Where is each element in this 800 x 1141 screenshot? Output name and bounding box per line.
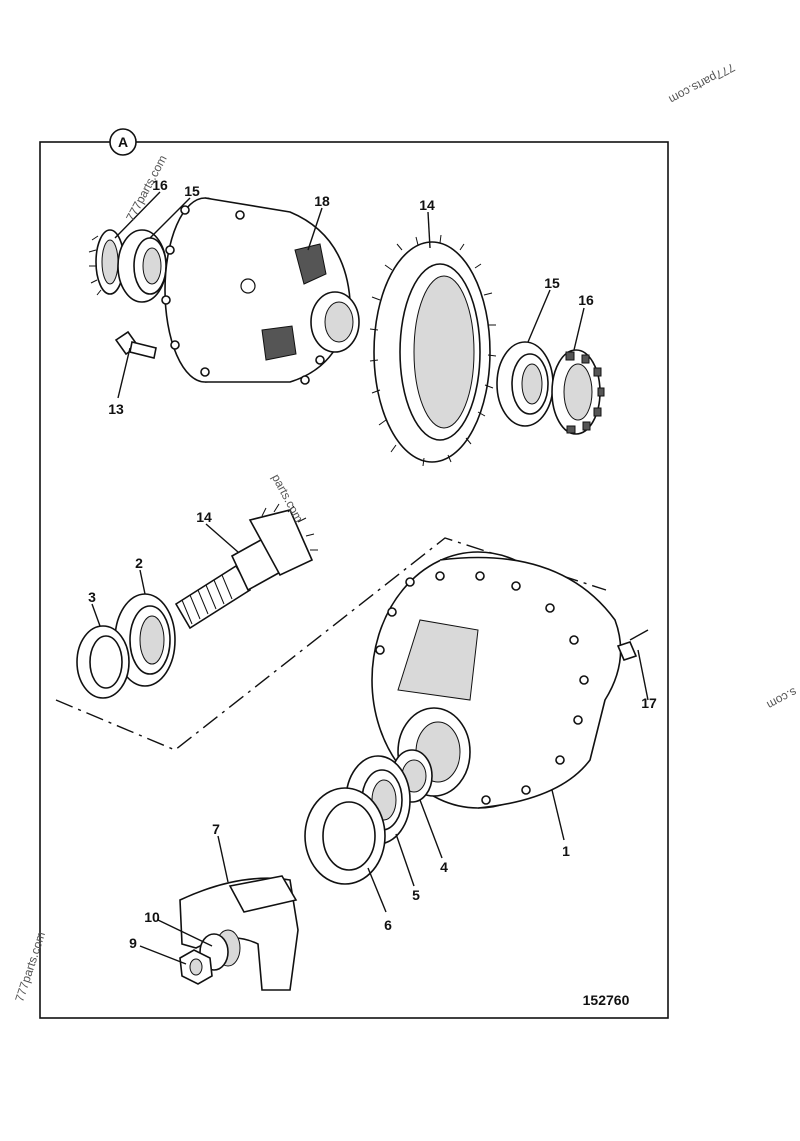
part-breather (616, 629, 649, 661)
watermark-bottom-left: 777parts.com (12, 930, 48, 1003)
callout-4: 4 (440, 859, 448, 875)
callout-5: 5 (412, 887, 420, 903)
callout-labels: 16 15 18 14 15 16 13 14 2 3 1 17 4 5 6 7… (88, 177, 657, 951)
callout-1: 1 (562, 843, 570, 859)
callout-3: 3 (88, 589, 96, 605)
drawing-number: 152760 (583, 992, 630, 1008)
callout-16-right: 16 (578, 292, 594, 308)
callout-9: 9 (129, 935, 137, 951)
part-lock-nut-right (551, 349, 605, 435)
part-nut (179, 949, 213, 985)
part-ring-gear (369, 234, 497, 467)
part-bearing-right (496, 341, 554, 427)
watermark-top-right: 777parts.com (666, 60, 737, 106)
part-oil-seal (304, 787, 386, 885)
part-shim (76, 625, 130, 699)
part-pinion-bearing (114, 593, 176, 687)
callout-15-left: 15 (184, 183, 200, 199)
part-drive-yoke (179, 875, 299, 991)
callout-18: 18 (314, 193, 330, 209)
callout-13: 13 (108, 401, 124, 417)
callout-14-top: 14 (419, 197, 435, 213)
part-lock-nut-left (88, 229, 125, 296)
callout-10: 10 (144, 909, 160, 925)
diagram-frame (39, 141, 669, 1019)
assembly-path-line (55, 537, 607, 751)
view-label-text: A (118, 134, 128, 150)
view-label: A (109, 128, 137, 156)
part-pinion-shaft (174, 503, 318, 630)
callout-6: 6 (384, 917, 392, 933)
callout-17: 17 (641, 695, 657, 711)
callout-16-left: 16 (152, 177, 168, 193)
leader-lines (91, 191, 649, 965)
callout-14-pinion: 14 (196, 509, 212, 525)
part-axle-housing (371, 551, 622, 809)
part-bolt (114, 330, 157, 359)
callout-15-right: 15 (544, 275, 560, 291)
part-bearing-left (117, 229, 167, 303)
part-differential-case (161, 197, 360, 385)
watermark-right-edge: s.com (764, 685, 799, 712)
callout-2: 2 (135, 555, 143, 571)
callout-7: 7 (212, 821, 220, 837)
